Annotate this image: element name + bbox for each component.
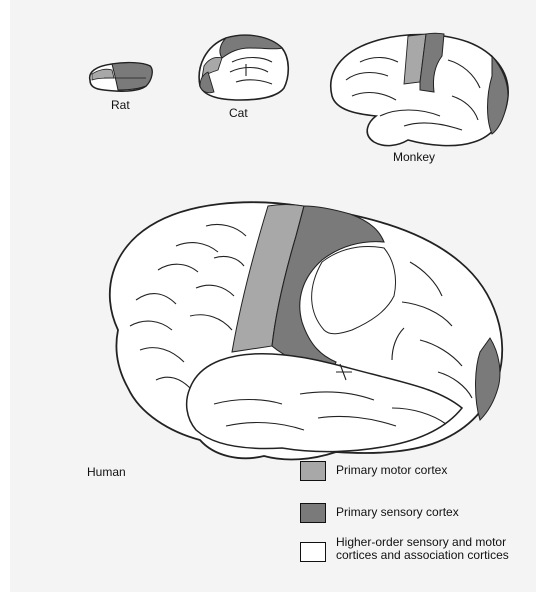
motor-legend-label: Primary motor cortex: [336, 461, 536, 477]
legend-item-sensory: Primary sensory cortex: [300, 503, 536, 523]
cat-brain: [199, 35, 288, 100]
rat-sensory-area: [112, 63, 152, 90]
association-legend-label: Higher-order sensory and motor cortices …: [336, 536, 526, 562]
human-label: Human: [87, 465, 126, 479]
human-brain: [110, 202, 502, 459]
legend-item-motor: Primary motor cortex: [300, 461, 536, 481]
legend-item-association: Higher-order sensory and motor cortices …: [300, 536, 526, 562]
rat-label: Rat: [111, 98, 130, 112]
sensory-legend-label: Primary sensory cortex: [336, 503, 536, 519]
cat-label: Cat: [229, 106, 248, 120]
rat-brain: [90, 63, 152, 92]
monkey-label: Monkey: [393, 150, 435, 164]
sensory-swatch: [300, 503, 326, 523]
motor-swatch: [300, 461, 326, 481]
monkey-brain: [331, 33, 508, 145]
association-swatch: [300, 542, 326, 562]
